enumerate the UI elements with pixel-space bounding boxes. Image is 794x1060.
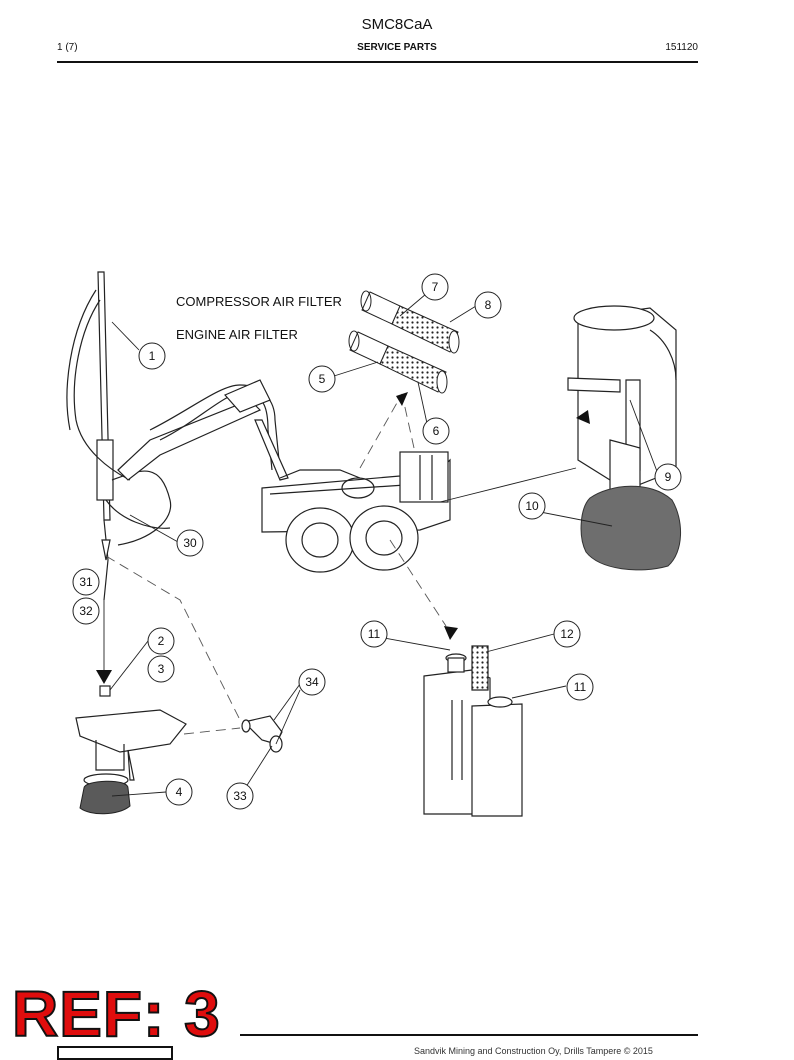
callout-11-right: 11 <box>566 673 594 701</box>
tank-assembly-drawing <box>423 645 523 817</box>
callout-1: 1 <box>138 342 166 370</box>
svg-text:32: 32 <box>79 604 93 618</box>
ref-stamp: REF: 3 <box>11 978 221 1050</box>
document-date: 151120 <box>665 42 698 53</box>
header-rule <box>57 61 698 63</box>
callout-32: 32 <box>72 597 100 625</box>
drill-mast-drawing <box>66 271 172 601</box>
svg-text:12: 12 <box>560 627 574 641</box>
footer-copyright: Sandvik Mining and Construction Oy, Dril… <box>414 1046 653 1056</box>
dashed-relation-lines <box>105 393 447 735</box>
svg-text:11: 11 <box>368 627 381 641</box>
callout-31: 31 <box>72 568 100 596</box>
svg-text:34: 34 <box>305 675 319 689</box>
rubber-seal-drawing <box>79 780 131 815</box>
callout-9: 9 <box>654 463 682 491</box>
callout-10: 10 <box>518 492 546 520</box>
callout-11-top: 11 <box>360 620 388 648</box>
footer-rule <box>240 1034 698 1036</box>
callout-7: 7 <box>421 273 449 301</box>
leader-lines <box>103 293 659 797</box>
svg-text:6: 6 <box>433 424 440 438</box>
engine-air-filter-drawing <box>348 330 448 394</box>
arrowheads <box>96 392 590 684</box>
hose-coupling-drawing <box>241 715 283 753</box>
svg-text:7: 7 <box>432 280 439 294</box>
svg-text:3: 3 <box>158 662 165 676</box>
svg-text:5: 5 <box>319 372 326 386</box>
svg-text:4: 4 <box>176 785 183 799</box>
callout-12: 12 <box>553 620 581 648</box>
callout-6: 6 <box>422 417 450 445</box>
svg-text:30: 30 <box>183 536 197 550</box>
callout-3: 3 <box>147 655 175 683</box>
callout-33: 33 <box>226 782 254 810</box>
callout-34: 34 <box>298 668 326 696</box>
foot-assembly-drawing <box>75 685 187 787</box>
svg-text:9: 9 <box>665 470 672 484</box>
svg-text:33: 33 <box>233 789 247 803</box>
svg-text:10: 10 <box>525 499 539 513</box>
carrier-vehicle-drawing <box>261 451 451 573</box>
compressor-air-filter-drawing <box>360 290 460 354</box>
callout-8: 8 <box>474 291 502 319</box>
callout-4: 4 <box>165 778 193 806</box>
boom-arm-drawing <box>117 379 289 481</box>
dust-collector-drawing <box>567 305 677 501</box>
engine-air-filter-label: ENGINE AIR FILTER <box>176 327 298 342</box>
callout-5: 5 <box>308 365 336 393</box>
compressor-air-filter-label: COMPRESSOR AIR FILTER <box>176 294 342 309</box>
svg-text:8: 8 <box>485 298 492 312</box>
page-number: 1 (7) <box>57 42 78 53</box>
callout-30: 30 <box>176 529 204 557</box>
svg-text:11: 11 <box>574 680 587 694</box>
dust-bag-drawing <box>580 485 682 571</box>
svg-text:2: 2 <box>158 634 165 648</box>
svg-text:1: 1 <box>149 349 156 363</box>
svg-text:31: 31 <box>79 575 93 589</box>
callout-2: 2 <box>147 627 175 655</box>
section-title: SERVICE PARTS <box>357 42 437 53</box>
document-title: SMC8CaA <box>361 16 433 33</box>
